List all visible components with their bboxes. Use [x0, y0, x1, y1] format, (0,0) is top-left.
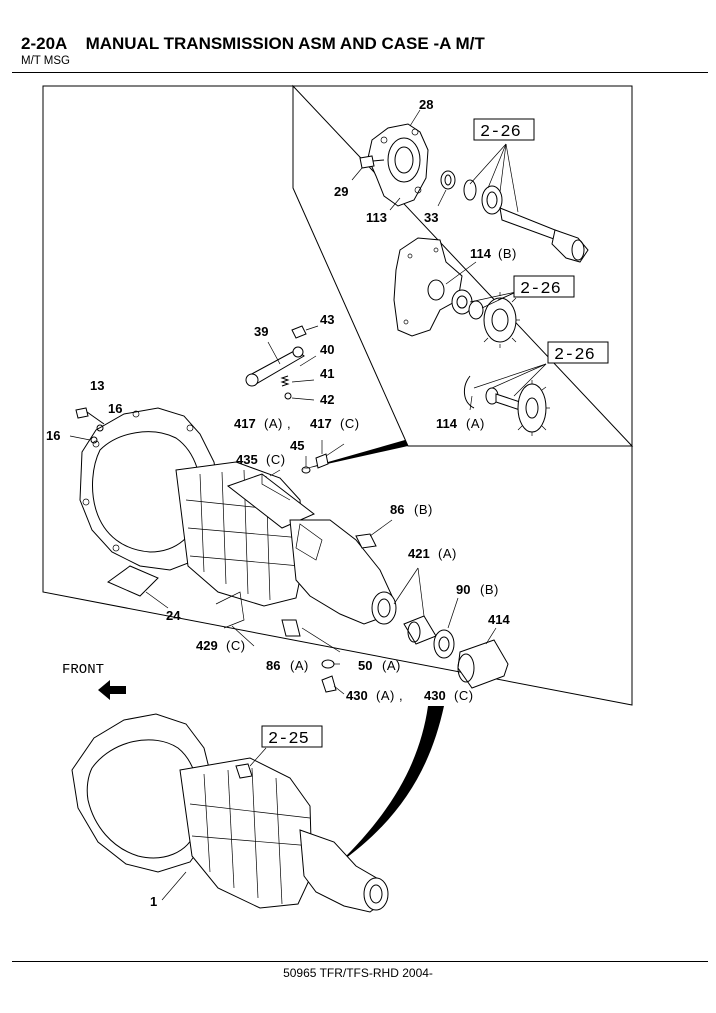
part-45-washer [301, 456, 311, 474]
part-41-spring [280, 375, 315, 387]
transmission-case [79, 407, 397, 625]
callout-86a: 86 [266, 658, 280, 673]
part-421-bush [393, 567, 437, 645]
part-24-plate [107, 565, 169, 609]
part-86a-bolt [281, 619, 341, 653]
svg-text:2-25: 2-25 [268, 730, 309, 749]
footer-text: 50965 TFR/TFS-RHD 2004- [283, 966, 433, 980]
callout-417c-variant: (C) [340, 416, 360, 431]
callout-39: 39 [254, 324, 268, 339]
callout-417c: 417 [310, 416, 332, 431]
ref-box-mid: 2-26 [513, 275, 575, 299]
part-16-dowel [69, 424, 104, 444]
ref-box-top: 2-26 [473, 118, 535, 142]
part-bolt-2-25 [235, 747, 267, 779]
callout-414: 414 [488, 612, 510, 627]
front-label: FRONT [62, 662, 104, 678]
detail-frame [292, 84, 634, 447]
assembled-transmission [71, 713, 389, 913]
callout-45: 45 [290, 438, 304, 453]
page-title: 2-20A MANUAL TRANSMISSION ASM AND CASE -… [21, 34, 485, 53]
main-frame [42, 85, 633, 706]
callout-16-lower: 16 [46, 428, 60, 443]
part-90-seal [433, 597, 459, 659]
part-33-bearing [437, 170, 456, 207]
part-50-washer [321, 659, 335, 669]
callout-90: 90 [456, 582, 470, 597]
callout-430c-variant: (C) [454, 688, 474, 703]
part-40-pin [299, 355, 317, 367]
callout-113: 113 [366, 210, 387, 225]
callout-114a: 114 [436, 416, 458, 431]
callout-50: 50 [358, 658, 372, 673]
header-rule [12, 72, 708, 73]
front-arrow-icon [98, 680, 126, 700]
callout-86b: 86 [390, 502, 404, 517]
part-86b-bolt [355, 519, 393, 549]
callout-429-variant: (C) [226, 638, 246, 653]
part-28-housing [367, 109, 429, 207]
callout-50-variant: (A) [382, 658, 401, 673]
part-429-bracket [215, 591, 245, 629]
part-43-bolt [291, 325, 319, 339]
ref-box-bottom: 2-25 [261, 725, 323, 749]
callout-1: 1 [150, 894, 157, 909]
mid-gear-assembly [427, 279, 520, 348]
callout-435-variant: (C) [266, 452, 286, 467]
svg-text:2-26: 2-26 [520, 280, 561, 299]
callout-86b-variant: (B) [414, 502, 433, 517]
ref-box-low: 2-26 [547, 341, 609, 365]
callout-421-variant: (A) [438, 546, 457, 561]
callout-40: 40 [320, 342, 334, 357]
callout-114a-variant: (A) [466, 416, 485, 431]
part-113-seal [389, 197, 401, 211]
callout-430a-variant: (A) , [376, 688, 403, 703]
output-shaft-top [463, 143, 589, 263]
callout-13: 13 [90, 378, 104, 393]
svg-text:2-26: 2-26 [554, 346, 595, 365]
callout-29: 29 [334, 184, 348, 199]
callout-16-upper: 16 [108, 401, 122, 416]
callout-28: 28 [419, 97, 433, 112]
callout-90-variant: (B) [480, 582, 499, 597]
callout-417a: 417 [234, 416, 256, 431]
callout-24: 24 [166, 608, 181, 623]
part-39-shift-lever [245, 341, 305, 387]
footer-rule [12, 961, 708, 962]
svg-text:2-26: 2-26 [480, 123, 521, 142]
callout-114b-variant: (B) [498, 246, 517, 261]
page-subtitle: M/T MSG [21, 55, 70, 67]
leader-lines [231, 443, 345, 695]
part-417-bolt [315, 440, 329, 469]
part-29-bolt [351, 155, 385, 181]
callout-421: 421 [408, 546, 430, 561]
callout-86a-variant: (A) [290, 658, 309, 673]
callout-430a: 430 [346, 688, 368, 703]
callout-435: 435 [236, 452, 258, 467]
callout-417a-variant: (A) , [264, 416, 291, 431]
callout-33: 33 [424, 210, 438, 225]
part-13-bolt [75, 407, 105, 425]
part-414-cover [457, 627, 509, 689]
part-430-plug [321, 675, 337, 693]
callout-430c: 430 [424, 688, 446, 703]
callout-41: 41 [320, 366, 334, 381]
callout-43: 43 [320, 312, 334, 327]
detail-wedge [300, 440, 408, 470]
part-42-ball [284, 392, 315, 401]
callout-429: 429 [196, 638, 218, 653]
callout-42: 42 [320, 392, 334, 407]
callout-114b: 114 [470, 246, 492, 261]
assembly-wedge [338, 706, 444, 864]
lower-gear-assembly [464, 363, 550, 436]
